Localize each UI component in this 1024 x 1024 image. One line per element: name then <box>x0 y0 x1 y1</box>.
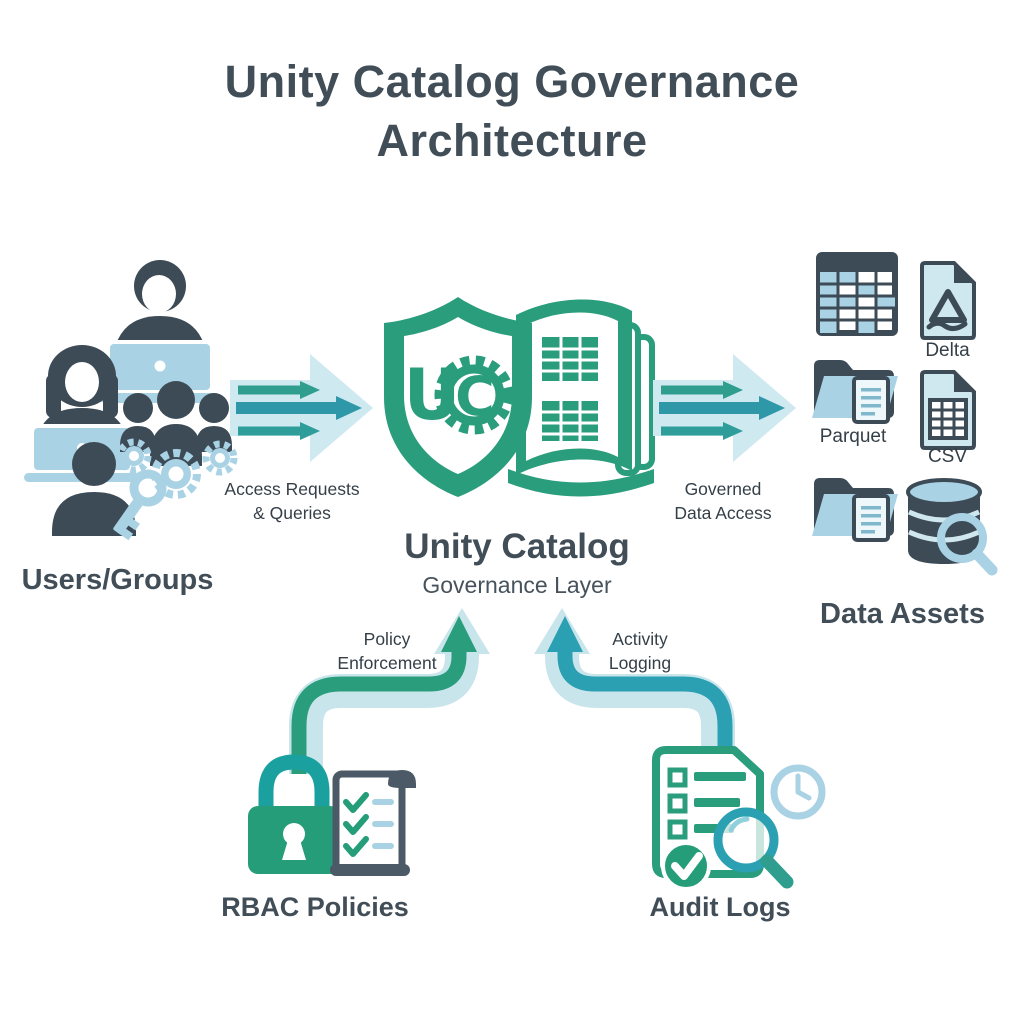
access-flow-arrow <box>230 352 375 464</box>
magnifier-icon <box>937 513 998 576</box>
gear-icon <box>116 438 152 474</box>
policy-label-line2: Enforcement <box>337 652 437 673</box>
users-groups-label: Users/Groups <box>21 564 214 596</box>
rbac-policies-icon <box>248 754 416 876</box>
document-icon <box>852 494 890 542</box>
shield-uc-icon: U C <box>384 297 532 497</box>
gear-icon <box>202 440 238 476</box>
audit-logs-icon <box>652 746 826 891</box>
governed-flow-arrow <box>653 352 798 464</box>
svg-text:U: U <box>404 354 461 436</box>
parquet-label: Parquet <box>819 426 887 447</box>
database-search-icon <box>906 478 998 576</box>
parquet-folder-asset <box>810 350 900 428</box>
activity-label-line1: Activity <box>612 629 668 649</box>
unity-catalog-logo: U C <box>366 293 666 515</box>
access-flow-label-line2: & Queries <box>253 502 331 523</box>
unity-catalog-label-block: Unity Catalog Governance Layer <box>362 527 672 599</box>
book-table-grid <box>542 337 598 381</box>
governed-flow-label: Governed Data Access <box>648 478 798 525</box>
parquet-folder-icon <box>812 360 898 424</box>
governed-flow-label-line2: Data Access <box>674 502 772 523</box>
csv-file-icon <box>920 370 976 450</box>
csv-file-asset <box>916 368 978 452</box>
checklist-scroll-icon <box>330 770 416 876</box>
check-circle-icon <box>661 841 711 891</box>
user-key-icon <box>52 442 167 541</box>
policy-enforcement-label: Policy Enforcement <box>322 628 452 675</box>
title-line-1: Unity Catalog Governance <box>224 56 800 107</box>
csv-label: CSV <box>927 446 968 467</box>
rbac-policies-group <box>232 746 417 886</box>
diagram-title: Unity Catalog Governance Architecture <box>0 52 1024 171</box>
access-flow-label: Access Requests & Queries <box>212 478 372 525</box>
access-flow-label-line1: Access Requests <box>224 479 360 499</box>
document-icon <box>852 376 890 424</box>
users-groups-cluster <box>18 246 238 541</box>
user-laptop-icon <box>100 260 220 403</box>
svg-text:C: C <box>455 365 495 428</box>
table-icon <box>816 252 898 336</box>
magnifier-icon <box>713 807 794 889</box>
delta-file-icon <box>920 261 976 340</box>
delta-file-asset <box>916 260 978 342</box>
audit-logs-group <box>642 744 832 892</box>
flow-arrow-right-icon <box>653 354 796 462</box>
governance-layer-label: Governance Layer <box>422 572 612 598</box>
book-table-grid <box>542 401 598 441</box>
data-assets-label: Data Assets <box>820 598 985 630</box>
key-icon <box>113 469 167 541</box>
governed-flow-label-line1: Governed <box>684 479 762 499</box>
data-table-asset <box>816 252 898 340</box>
activity-logging-label: Activity Logging <box>580 628 700 675</box>
policy-label-line1: Policy <box>363 629 411 649</box>
group-gears-icon <box>116 381 238 499</box>
folder-doc-asset <box>810 468 900 546</box>
delta-label: Delta <box>925 340 970 361</box>
catalog-book-icon <box>508 299 655 497</box>
unity-catalog-name: Unity Catalog <box>404 527 630 566</box>
audit-logs-label: Audit Logs <box>649 892 791 922</box>
database-asset <box>900 476 1000 578</box>
unity-catalog-logo-icon: U C <box>384 297 655 497</box>
flow-arrow-right-icon <box>230 354 373 462</box>
folder-doc-icon <box>812 478 898 542</box>
uc-gear-monogram: U C <box>404 354 514 436</box>
rbac-policies-label: RBAC Policies <box>221 892 409 922</box>
lock-icon <box>248 754 340 874</box>
users-groups-icon <box>24 260 238 541</box>
clock-icon <box>770 764 826 820</box>
title-line-2: Architecture <box>376 115 648 167</box>
activity-label-line2: Logging <box>608 652 672 673</box>
